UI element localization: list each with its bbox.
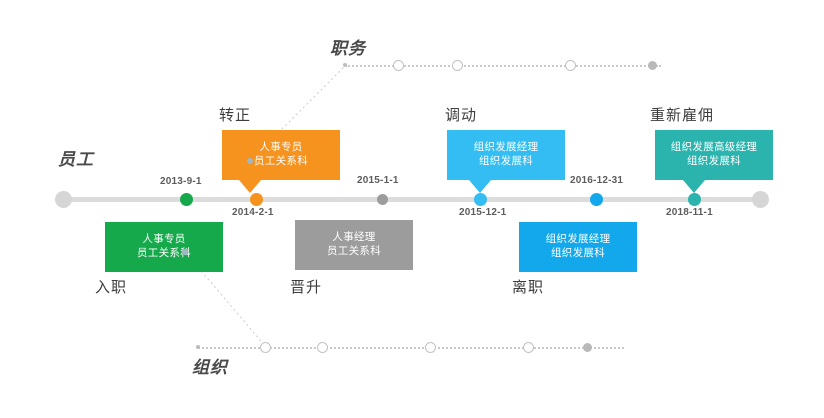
card-position-transfer: 组织发展经理 (473, 141, 539, 153)
date-resign: 2016-12-31 (570, 175, 624, 186)
axis-row-organization (198, 347, 624, 351)
connector-dot-regularize[interactable] (247, 158, 253, 164)
card-onboard[interactable]: 人事专员 员工关系科 (105, 209, 223, 272)
stage-caption-onboard: 入职 (95, 279, 128, 296)
axis-node-organization-4[interactable] (523, 342, 534, 353)
axis-start-dot-organization (196, 345, 200, 349)
card-resign[interactable]: 组织发展经理 组织发展科 (519, 209, 637, 272)
axis-start-dot-position (343, 63, 347, 67)
card-notch-transfer (469, 180, 491, 193)
axis-node-position-3[interactable] (565, 60, 576, 71)
date-transfer: 2015-12-1 (459, 207, 507, 218)
stage-caption-transfer: 调动 (445, 107, 478, 124)
card-position-onboard: 人事专员 (142, 233, 186, 245)
card-position-promotion: 人事经理 (332, 231, 376, 243)
event-dot-promotion[interactable] (377, 194, 388, 205)
event-dot-regularize[interactable] (250, 193, 263, 206)
event-dot-transfer[interactable] (474, 193, 487, 206)
timeline-start-cap (55, 191, 72, 208)
card-promotion[interactable]: 人事经理 员工关系科 (295, 207, 413, 270)
axis-node-position-2[interactable] (452, 60, 463, 71)
axis-row-position (345, 65, 661, 69)
timeline-end-cap (752, 191, 769, 208)
card-notch-regularize (239, 180, 261, 193)
card-notch-rehire (683, 180, 705, 193)
axis-end-dot-position (648, 61, 657, 70)
axis-title-employee: 员工 (58, 150, 94, 169)
event-dot-rehire[interactable] (688, 193, 701, 206)
card-notch-promotion (371, 207, 393, 220)
card-regularize[interactable]: 人事专员 员工关系科 (222, 130, 340, 193)
card-notch-onboard (173, 209, 195, 222)
event-dot-resign[interactable] (590, 193, 603, 206)
stage-caption-rehire: 重新雇佣 (650, 107, 715, 124)
axis-end-dot-organization (583, 343, 592, 352)
card-organization-rehire: 组织发展科 (687, 155, 741, 167)
stage-caption-regularize: 转正 (219, 107, 252, 124)
card-position-regularize: 人事专员 (259, 141, 303, 153)
axis-node-position-1[interactable] (393, 60, 404, 71)
stage-caption-resign: 离职 (512, 279, 545, 296)
axis-title-organization: 组织 (192, 358, 228, 377)
date-onboard: 2013-9-1 (160, 176, 202, 187)
card-notch-resign (585, 209, 607, 222)
stage-caption-promotion: 晋升 (290, 279, 323, 296)
card-position-resign: 组织发展经理 (545, 233, 611, 245)
event-dot-onboard[interactable] (180, 193, 193, 206)
axis-node-organization-1[interactable] (260, 342, 271, 353)
card-organization-regularize: 员工关系科 (254, 155, 308, 167)
card-organization-resign: 组织发展科 (551, 247, 605, 259)
axis-node-organization-2[interactable] (317, 342, 328, 353)
date-regularize: 2014-2-1 (232, 207, 274, 218)
date-rehire: 2018-11-1 (666, 207, 713, 218)
card-organization-onboard: 员工关系科 (137, 247, 191, 259)
card-organization-promotion: 员工关系科 (327, 245, 381, 257)
axis-title-position: 职务 (330, 39, 366, 58)
card-organization-transfer: 组织发展科 (479, 155, 533, 167)
axis-node-organization-3[interactable] (425, 342, 436, 353)
card-position-rehire: 组织发展高级经理 (670, 141, 758, 153)
main-timeline-track (62, 197, 762, 202)
card-transfer[interactable]: 组织发展经理 组织发展科 (447, 130, 565, 193)
date-promotion: 2015-1-1 (357, 175, 399, 186)
card-rehire[interactable]: 组织发展高级经理 组织发展科 (655, 130, 773, 193)
connector-dot-onboard[interactable] (182, 249, 188, 255)
